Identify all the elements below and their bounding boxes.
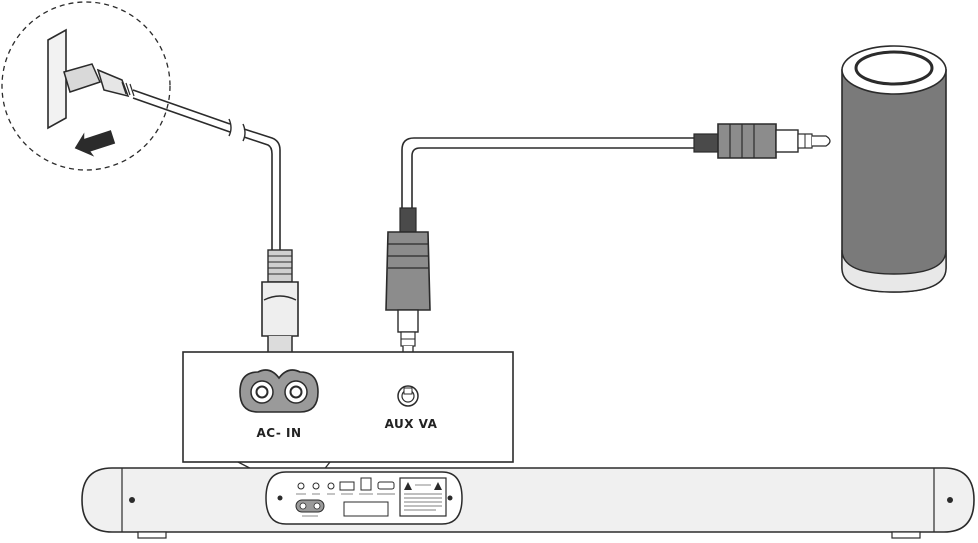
external-speaker-icon bbox=[841, 45, 947, 293]
plug-in-arrow-icon bbox=[74, 130, 116, 157]
ac-power-plug-icon bbox=[261, 249, 299, 360]
soundbar-rear-panel bbox=[265, 471, 463, 525]
aux-label: AUX VA bbox=[385, 417, 438, 431]
warning-label bbox=[399, 477, 447, 517]
aux-cable bbox=[401, 137, 696, 210]
aux-plug-horizontal-icon bbox=[693, 123, 831, 159]
wall-plug-body bbox=[96, 68, 130, 98]
mini-ac-socket bbox=[295, 499, 325, 517]
wall-socket-plate bbox=[47, 28, 67, 130]
aux-plug-vertical-icon bbox=[385, 207, 431, 369]
wall-plug-icon bbox=[63, 63, 102, 93]
power-cord bbox=[132, 89, 281, 250]
wall-outlet-inset bbox=[1, 1, 171, 171]
soundbar-icon bbox=[81, 467, 975, 539]
screw-right bbox=[947, 497, 953, 503]
inset-dashed-circle bbox=[1, 1, 171, 171]
port-callout-panel: AC- IN AUX VA bbox=[182, 351, 514, 494]
ac-in-socket-icon bbox=[239, 369, 319, 413]
screw-left bbox=[129, 497, 135, 503]
ac-in-label: AC- IN bbox=[256, 426, 301, 440]
aux-jack-icon bbox=[397, 385, 419, 407]
